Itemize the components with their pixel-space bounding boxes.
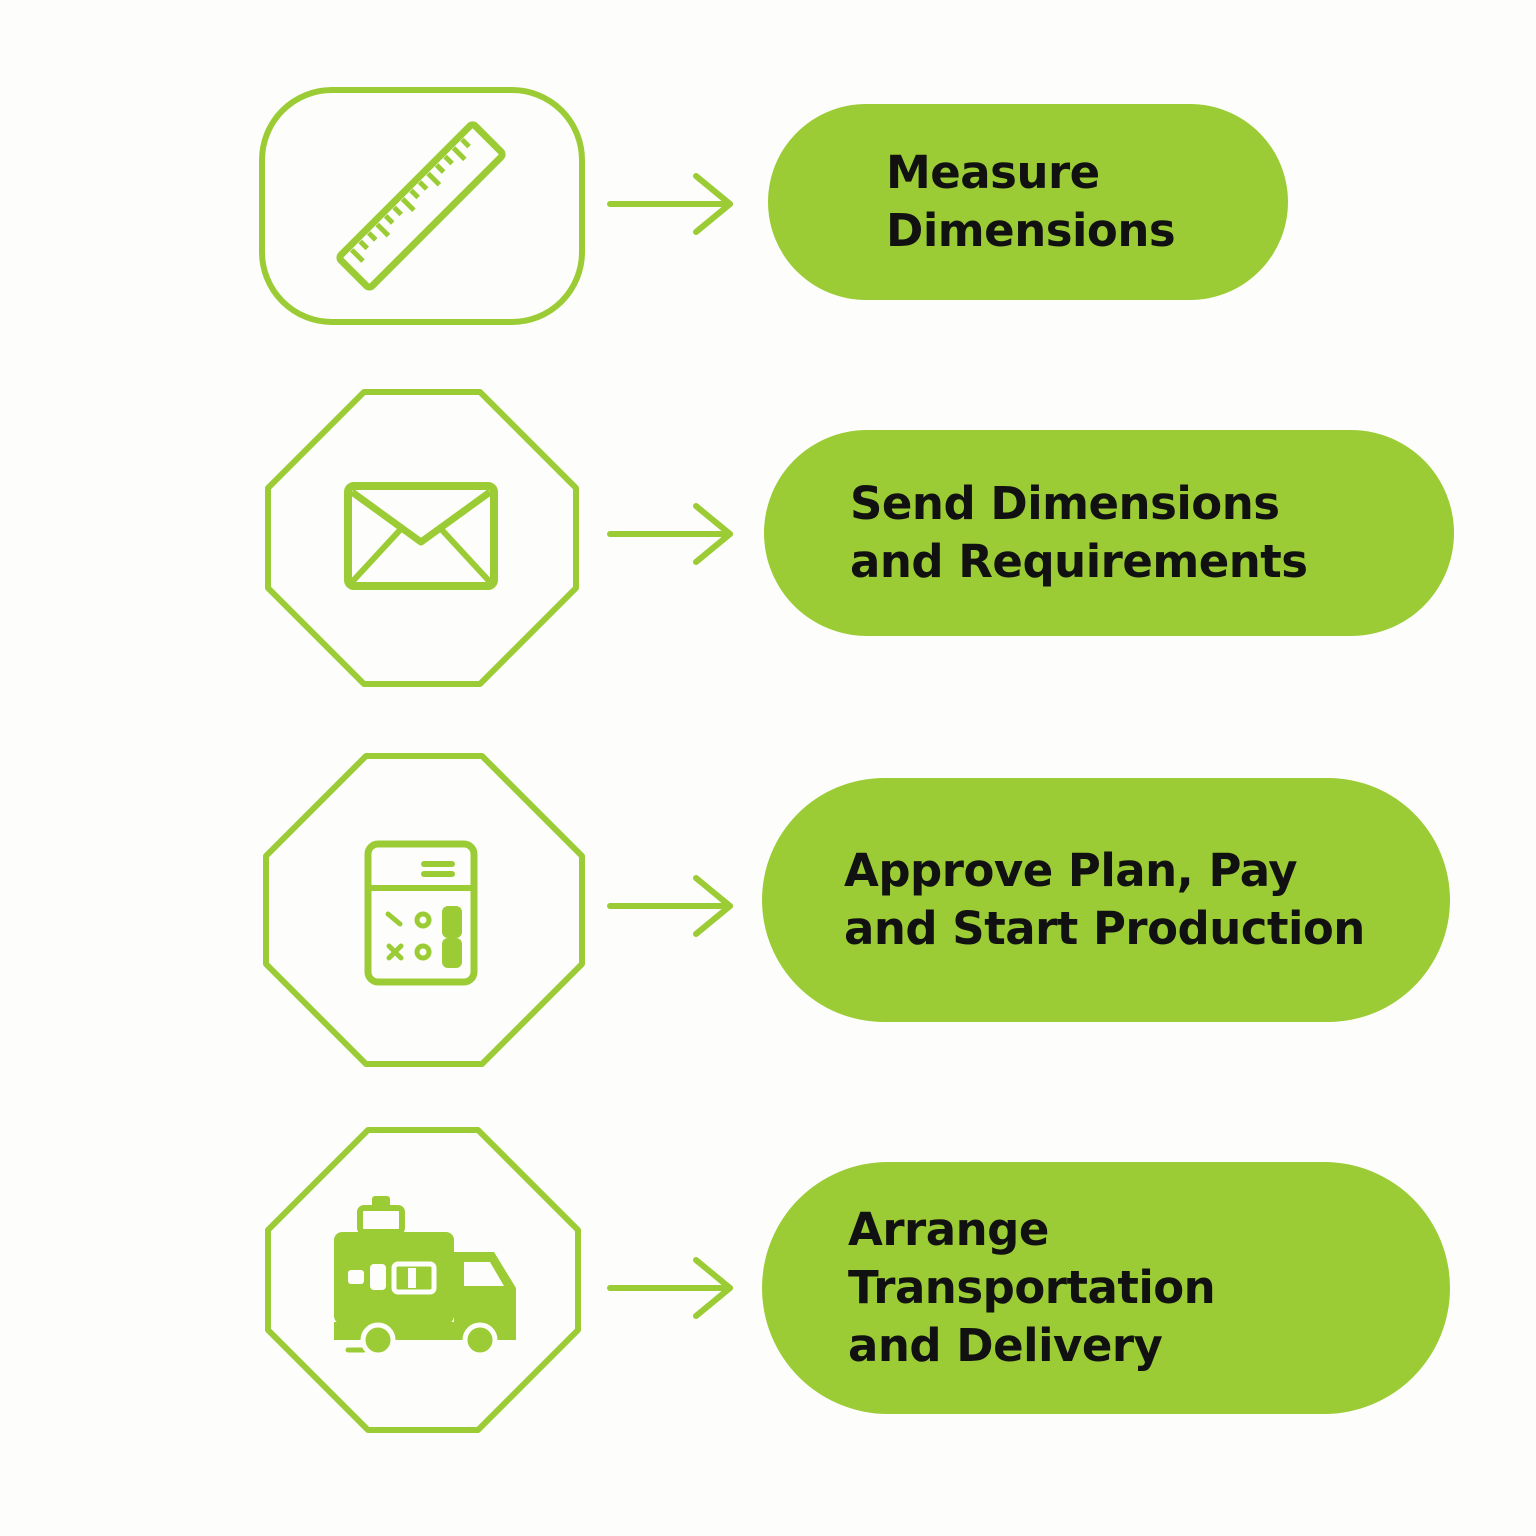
step-4-line-1: Arrange — [848, 1203, 1049, 1256]
envelope-icon — [344, 482, 498, 590]
step-1-icon-frame — [258, 86, 586, 326]
step-2-line-1: Send Dimensions — [850, 477, 1280, 530]
step-4-icon-frame — [264, 1126, 582, 1434]
step-3-line-1: Approve Plan, Pay — [844, 844, 1298, 897]
step-2-line-2: and Requirements — [850, 535, 1308, 588]
calculator-icon — [364, 840, 478, 986]
step-2-label: Send Dimensions and Requirements — [764, 430, 1454, 636]
step-4-line-3: and Delivery — [848, 1319, 1163, 1372]
step-1-label: Measure Dimensions — [768, 104, 1288, 300]
step-1-line-2: Dimensions — [886, 204, 1176, 257]
step-4-label: Arrange Transportation and Delivery — [762, 1162, 1450, 1414]
step-3-arrow-icon — [607, 875, 733, 937]
step-4-line-2: Transportation — [848, 1261, 1216, 1314]
step-2-arrow-icon — [607, 503, 733, 565]
step-3-label: Approve Plan, Pay and Start Production — [762, 778, 1450, 1022]
step-3-icon-frame — [262, 752, 586, 1068]
ruler-icon — [336, 121, 506, 291]
step-1-arrow-icon — [607, 173, 733, 235]
step-3-line-2: and Start Production — [844, 902, 1365, 955]
delivery-truck-icon — [334, 1196, 516, 1358]
step-4-arrow-icon — [607, 1257, 733, 1319]
step-1-line-1: Measure — [886, 146, 1100, 199]
step-2-icon-frame — [264, 388, 580, 688]
